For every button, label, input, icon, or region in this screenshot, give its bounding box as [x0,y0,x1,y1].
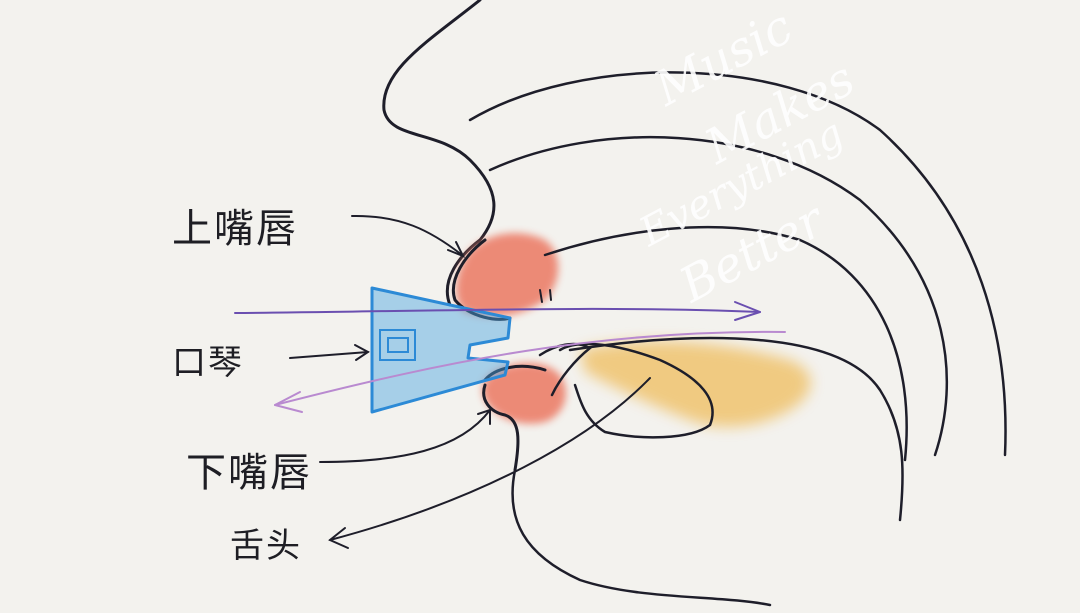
harmonica-pointer [289,351,369,359]
tongue-outline [558,342,714,439]
lower-lip-fill [482,362,566,424]
jaw-outline [511,468,772,607]
upper-lip-pointer-head [447,241,466,258]
palate-curve-1 [543,225,908,462]
teeth-marks [539,289,552,303]
upper-lip-pointer [351,214,463,256]
harmonica-label: 口琴 [172,343,244,383]
inhale-arrow-line [274,330,786,406]
palate-curve-3 [468,71,1007,457]
lower-lip-pointer-head [477,408,491,425]
lower-lip-pointer [319,409,491,463]
palate-curve-2 [488,135,949,457]
tongue-pointer [329,377,651,541]
tongue-pointer-head [328,527,349,549]
exhale-arrow-line [234,307,761,314]
upper-lip-label: 上嘴唇 [172,206,298,252]
lower-lip-outline [482,364,547,472]
upper-lip-fill [455,233,559,317]
throat-curve [568,336,904,522]
harmonica-shape [370,286,512,414]
harmonica-pointer-head [354,344,370,361]
face-profile-outline [382,0,496,307]
lower-lip-label: 下嘴唇 [186,450,312,496]
tongue-fill [580,341,811,427]
upper-lip-outline [452,238,512,321]
tongue-label: 舌头 [230,526,302,566]
exhale-arrow-head [734,301,761,321]
inhale-arrow-head [274,391,303,413]
